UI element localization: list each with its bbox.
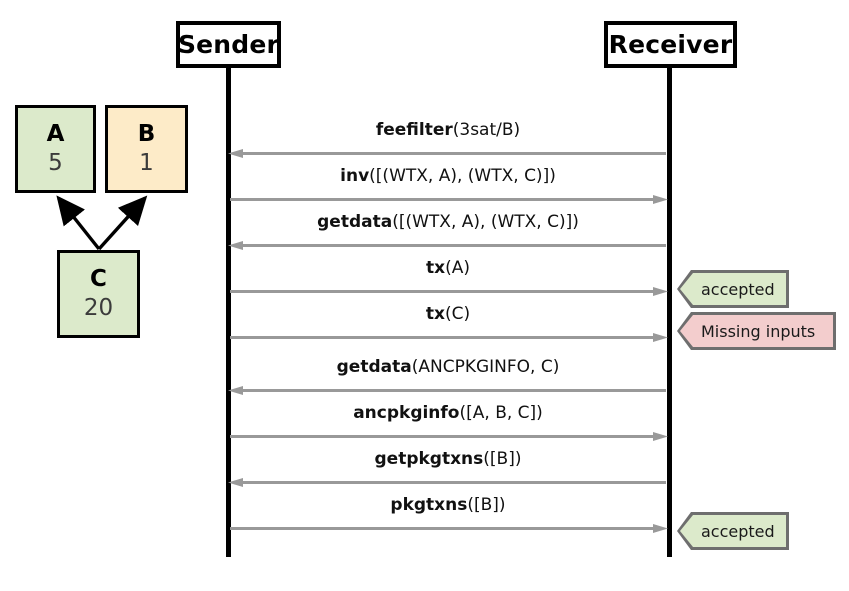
message-args: ([B]) <box>483 449 522 469</box>
participant-sender: Sender <box>176 21 281 68</box>
transaction-id: B <box>137 121 156 147</box>
transaction-node-c: C 20 <box>57 250 140 338</box>
message-args: ([B]) <box>467 495 506 515</box>
message-row: getdata(ANCPKGINFO, C) <box>228 354 668 400</box>
message-command: inv <box>340 166 370 186</box>
status-note-label: Missing inputs <box>701 321 816 341</box>
message-row: pkgtxns([B]) <box>228 492 668 538</box>
transaction-id: A <box>46 121 65 147</box>
lifeline-receiver <box>667 67 672 557</box>
message-args: (ANCPKGINFO, C) <box>411 357 560 377</box>
message-command: getpkgtxns <box>374 449 484 469</box>
message-arrow <box>228 148 668 159</box>
status-note-label: accepted <box>701 279 775 299</box>
dag-edge-arrows <box>56 195 148 251</box>
message-command: tx <box>426 258 446 278</box>
message-command: feefilter <box>375 120 453 140</box>
message-label: inv([(WTX, A), (WTX, C)]) <box>228 163 668 189</box>
message-arrow <box>228 431 668 442</box>
message-args: ([A, B, C]) <box>459 403 543 423</box>
message-label: pkgtxns([B]) <box>228 492 668 518</box>
status-note: accepted <box>677 512 789 550</box>
message-arrow <box>228 332 668 343</box>
message-row: tx(A) <box>228 255 668 301</box>
message-arrow <box>228 523 668 534</box>
message-arrow <box>228 477 668 488</box>
message-command: getdata <box>336 357 412 377</box>
message-row: inv([(WTX, A), (WTX, C)]) <box>228 163 668 209</box>
status-note-label: accepted <box>701 521 775 541</box>
lifeline-sender <box>226 67 231 557</box>
message-args: (A) <box>445 258 470 278</box>
message-row: tx(C) <box>228 301 668 347</box>
message-command: ancpkginfo <box>353 403 460 423</box>
message-row: ancpkginfo([A, B, C]) <box>228 400 668 446</box>
transaction-id: C <box>90 266 107 292</box>
status-note-background <box>680 273 786 305</box>
message-args: (C) <box>444 304 471 324</box>
message-arrow <box>228 385 668 396</box>
message-label: ancpkginfo([A, B, C]) <box>228 400 668 426</box>
message-args: ([(WTX, A), (WTX, C)]) <box>392 212 579 232</box>
status-note-background <box>680 315 833 347</box>
message-label: getdata([(WTX, A), (WTX, C)]) <box>228 209 668 235</box>
message-arrow <box>228 240 668 251</box>
participant-receiver: Receiver <box>604 21 737 68</box>
status-note: Missing inputs <box>677 312 836 350</box>
message-label: tx(C) <box>228 301 668 327</box>
message-command: getdata <box>317 212 393 232</box>
transaction-fee: 5 <box>48 150 63 176</box>
message-arrow <box>228 286 668 297</box>
message-label: getdata(ANCPKGINFO, C) <box>228 354 668 380</box>
status-note-background <box>680 515 786 547</box>
message-row: getpkgtxns([B]) <box>228 446 668 492</box>
transaction-fee: 1 <box>139 150 154 176</box>
transaction-node-b: B 1 <box>105 105 188 193</box>
message-command: pkgtxns <box>390 495 468 515</box>
message-row: getdata([(WTX, A), (WTX, C)]) <box>228 209 668 255</box>
message-label: tx(A) <box>228 255 668 281</box>
message-args: ([(WTX, A), (WTX, C)]) <box>369 166 556 186</box>
status-note: accepted <box>677 270 789 308</box>
transaction-fee: 20 <box>83 295 114 321</box>
message-label: getpkgtxns([B]) <box>228 446 668 472</box>
message-arrow <box>228 194 668 205</box>
message-row: feefilter(3sat/B) <box>228 117 668 163</box>
transaction-dag: A 5 B 1 C 20 <box>0 95 210 350</box>
message-args: (3sat/B) <box>452 120 521 140</box>
message-label: feefilter(3sat/B) <box>228 117 668 143</box>
message-command: tx <box>425 304 445 324</box>
transaction-node-a: A 5 <box>15 105 96 193</box>
